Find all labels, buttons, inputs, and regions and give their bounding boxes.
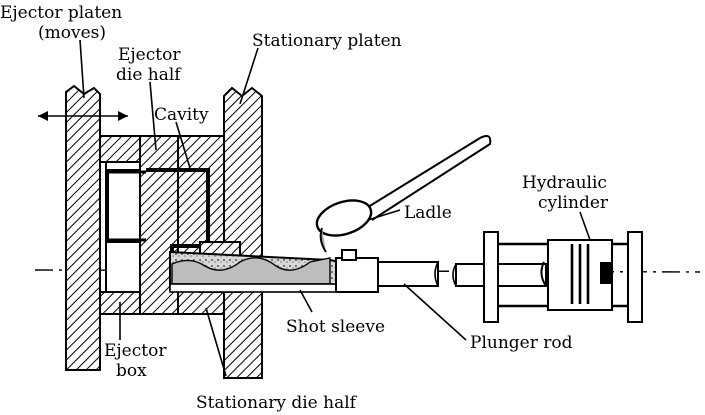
label-hydraulic: Hydraulic (522, 173, 607, 193)
platen-motion-arrowhead-left (38, 111, 48, 121)
label-cavity: Cavity (154, 105, 209, 125)
plunger-head (335, 257, 379, 293)
leader-ladle (367, 209, 401, 221)
piston-nut (600, 262, 612, 284)
ejector-box-top (99, 135, 141, 163)
label-ejector-die-half-1: Ejector (118, 45, 181, 65)
label-ejector-box-2: box (116, 361, 147, 381)
leader-plunger-rod (403, 283, 467, 341)
leader-ejector-die-half (149, 81, 157, 151)
ladle-bowl (315, 199, 373, 237)
cylinder-flange-right (627, 231, 643, 323)
leader-hydraulic (579, 211, 591, 241)
leader-cavity (175, 121, 191, 169)
plunger-rod-break-2 (452, 263, 457, 287)
label-shot-sleeve: Shot sleeve (286, 317, 385, 337)
plunger-rod (377, 261, 439, 287)
label-ladle: Ladle (404, 203, 452, 223)
stationary-platen (223, 86, 263, 379)
label-ejector-box-1: Ejector (104, 341, 167, 361)
plunger-rod-break (434, 261, 439, 287)
shot-sleeve-wall-bottom (169, 283, 341, 293)
cylinder-flange-left (483, 231, 499, 323)
label-plunger-rod: Plunger rod (470, 333, 573, 353)
label-ejector-platen-moves: (moves) (38, 23, 106, 43)
label-ejector-platen: Ejector platen (0, 3, 122, 23)
plunger-rod-continued (455, 263, 547, 287)
leader-stationary-die-half (205, 307, 227, 377)
leader-shot-sleeve (299, 289, 313, 313)
ejector-platen (65, 84, 101, 371)
shot-sleeve-metal (171, 257, 331, 285)
ejector-pin-area (107, 169, 143, 243)
platen-motion-arrowhead-right (118, 111, 128, 121)
label-cylinder: cylinder (538, 193, 609, 213)
leader-stationary-platen (239, 47, 259, 105)
label-ejector-die-half-2: die half (116, 65, 182, 85)
label-stationary-platen: Stationary platen (252, 31, 402, 51)
ladle-handle (359, 135, 492, 221)
ladle-pour (319, 227, 327, 253)
leader-ejector-platen (79, 39, 85, 99)
cylinder-break (540, 261, 547, 287)
label-stationary-die-half: Stationary die half (196, 393, 358, 413)
plunger-tip (341, 249, 357, 261)
